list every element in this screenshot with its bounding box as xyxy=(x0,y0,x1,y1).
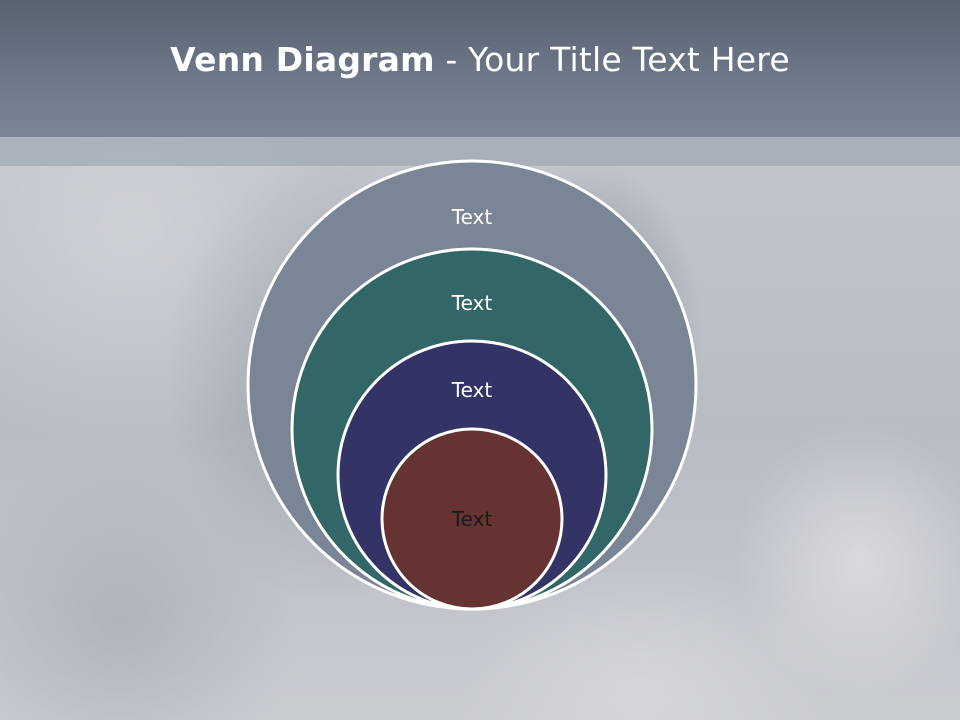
venn-circle-third-label: Text xyxy=(451,378,493,402)
venn-circle-outer-label: Text xyxy=(451,205,493,229)
venn-circle-second-label: Text xyxy=(451,291,493,315)
slide-title-rest: - Your Title Text Here xyxy=(434,40,790,79)
slide-title-bold: Venn Diagram xyxy=(170,40,435,79)
title-bar xyxy=(0,0,960,137)
venn-circle-inner-label: Text xyxy=(451,507,493,531)
venn-circle-inner[interactable]: Text xyxy=(380,427,564,611)
venn-circle-inner-shape xyxy=(380,427,564,611)
slide-title: Venn Diagram - Your Title Text Here xyxy=(0,40,960,79)
